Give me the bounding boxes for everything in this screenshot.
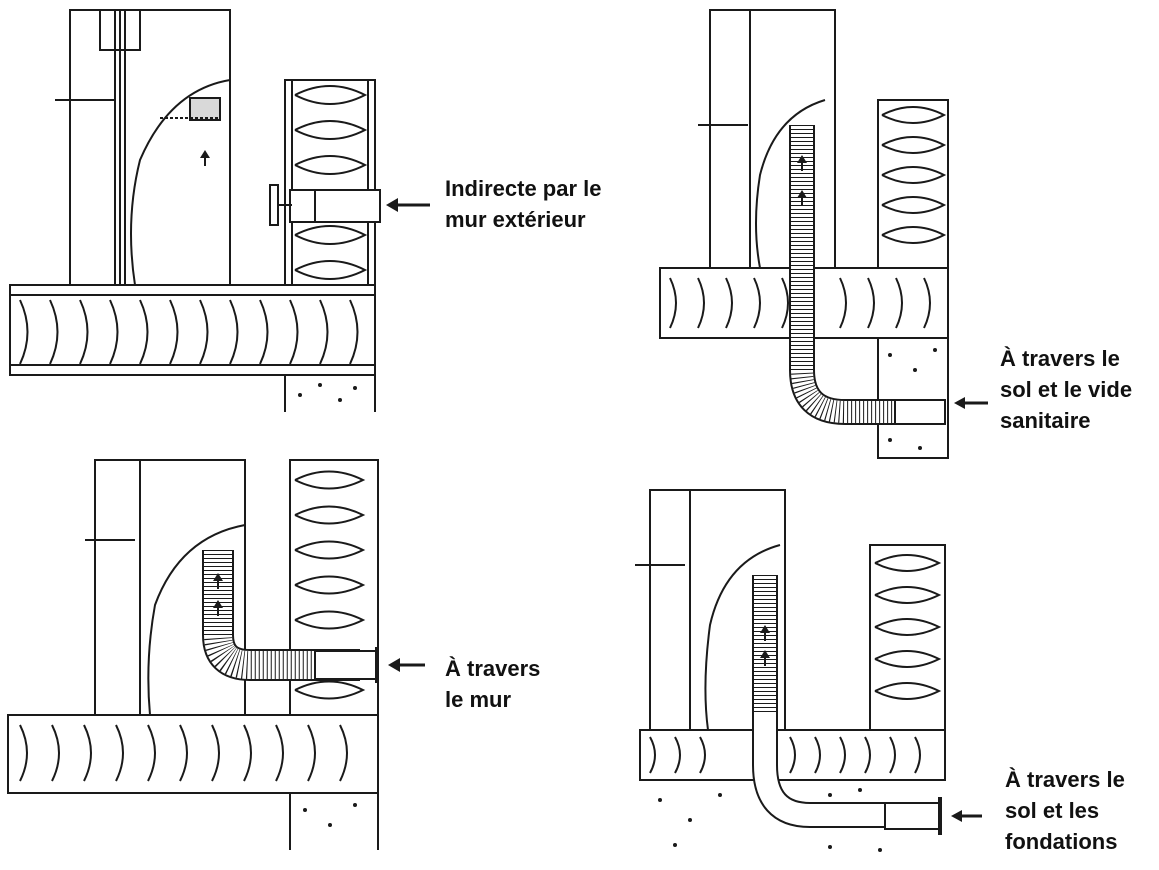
- dryer-door-curve: [130, 79, 231, 286]
- panel-floor-crawlspace: [650, 0, 990, 460]
- panel-indirect-wall: [0, 0, 440, 420]
- caption-line: À travers: [445, 656, 541, 681]
- caption-line: sol et les: [1005, 798, 1100, 823]
- exterior-wall: [284, 79, 376, 286]
- caption-through-wall: À travers le mur: [445, 653, 540, 715]
- caption-line: À travers le: [1005, 767, 1125, 792]
- dryer-body: [119, 9, 231, 286]
- airflow-up-arrow-icon: [200, 150, 210, 166]
- arrow-left-icon: [954, 397, 988, 409]
- arrow-left-icon: [951, 810, 982, 822]
- panel-floor-foundation: [630, 485, 990, 865]
- caption-line: fondations: [1005, 829, 1118, 854]
- wall-insulation: [294, 85, 368, 280]
- arrow-left-icon: [388, 658, 425, 672]
- caption-line: À travers le: [1000, 346, 1120, 371]
- diagram-floor-foundation: [635, 489, 982, 852]
- diagram-through-wall: [7, 459, 425, 850]
- caption-line: le mur: [445, 687, 512, 712]
- floor-structure: [9, 284, 376, 376]
- caption-line: sanitaire: [1000, 408, 1091, 433]
- floor-insulation: [19, 299, 359, 365]
- cabinet-side: [69, 9, 116, 286]
- diagram-floor-crawlspace: [659, 9, 988, 459]
- caption-line: Indirecte par le: [445, 176, 602, 201]
- caption-indirect-wall: Indirecte par le mur extérieur: [445, 173, 602, 235]
- panel-through-wall: [0, 455, 440, 855]
- wall-duct: [289, 189, 381, 223]
- caption-line: mur extérieur: [445, 207, 586, 232]
- caption-floor-crawlspace: À travers le sol et le vide sanitaire: [1000, 343, 1132, 436]
- caption-floor-foundation: À travers le sol et les fondations: [1005, 764, 1125, 857]
- caption-line: sol et le vide: [1000, 377, 1133, 402]
- diagram-indirect-wall: [9, 9, 430, 412]
- arrow-left-icon: [386, 198, 430, 212]
